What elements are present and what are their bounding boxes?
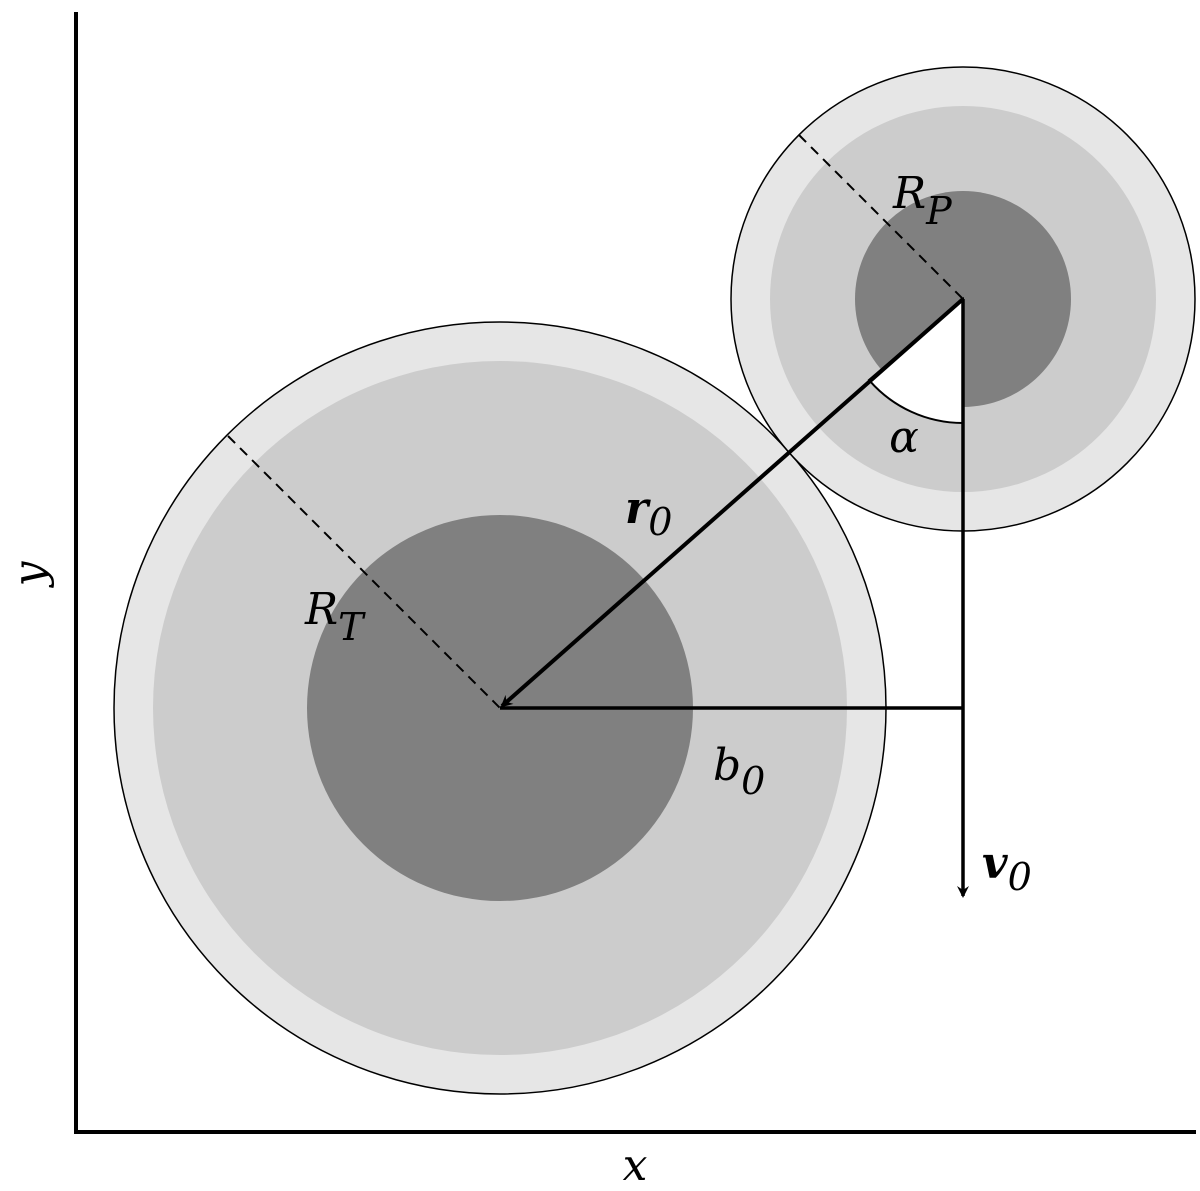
target-radius-line <box>227 435 501 709</box>
target-radius-label: RT <box>304 584 366 649</box>
projectile-radius-label: RP <box>892 168 953 233</box>
angle-alpha-wedge <box>867 296 964 425</box>
r0-vector <box>500 297 965 708</box>
angle-alpha-label: α <box>889 412 919 463</box>
v0-label: v0 <box>982 838 1032 899</box>
x-axis-label: x <box>623 1140 648 1191</box>
impact-parameter-label: b0 <box>713 740 765 803</box>
y-axis-label: y <box>4 560 55 588</box>
projectile-radius-line <box>798 134 964 300</box>
r0-label: r0 <box>625 483 672 544</box>
